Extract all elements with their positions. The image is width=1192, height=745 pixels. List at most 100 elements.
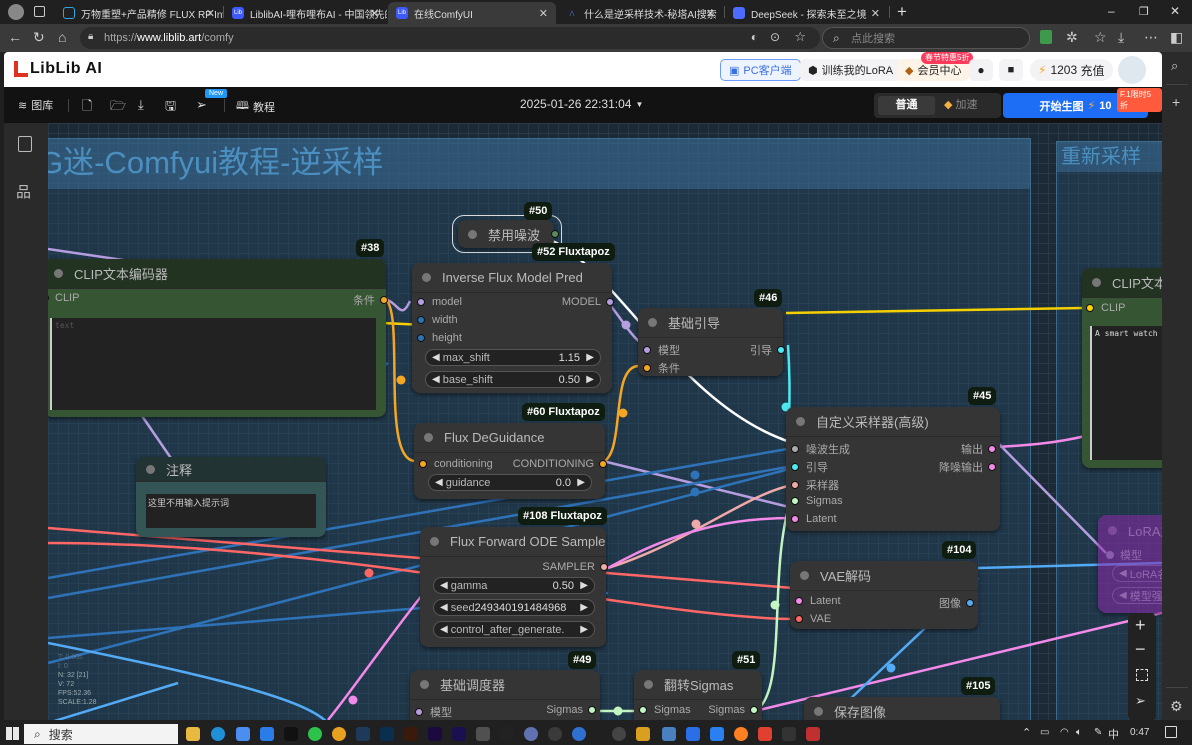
liblib-logo[interactable]: LibLib AI xyxy=(14,60,102,78)
input-conditioning[interactable]: 条件 xyxy=(643,360,680,376)
close-tab-icon[interactable]: ✕ xyxy=(705,7,715,20)
refresh-icon[interactable]: ↻ xyxy=(33,29,45,45)
app-icon[interactable] xyxy=(572,727,586,741)
output-conditioning[interactable]: CONDITIONING xyxy=(513,458,607,470)
clock[interactable]: 0:47 xyxy=(1130,727,1150,738)
favorites-icon[interactable]: ☆ xyxy=(1094,29,1107,45)
illustrator-icon[interactable] xyxy=(404,727,418,741)
qq-icon[interactable] xyxy=(332,727,346,741)
pc-client-button[interactable]: ▣PC客户端 xyxy=(720,59,801,81)
share-send-icon[interactable]: ➢ xyxy=(196,97,207,112)
node-tree-icon[interactable]: 品 xyxy=(16,184,32,201)
after-effects-icon[interactable] xyxy=(452,727,466,741)
input-model[interactable]: 模型 xyxy=(1106,547,1142,563)
queue-list-icon[interactable] xyxy=(18,136,32,152)
app-icon[interactable] xyxy=(236,727,250,741)
node-flux-deguidance[interactable]: Flux DeGuidance conditioning CONDITIONIN… xyxy=(414,423,607,499)
close-tab-icon[interactable]: ✕ xyxy=(538,7,548,20)
gallery-button[interactable]: ≋图库 xyxy=(18,99,54,113)
workflow-datetime-dropdown[interactable]: 2025-01-26 22:31:04▼ xyxy=(520,97,644,111)
close-tab-icon[interactable]: ✕ xyxy=(369,7,379,20)
tiktok-icon[interactable] xyxy=(284,727,298,741)
wechat-icon[interactable] xyxy=(308,727,322,741)
app-icon[interactable] xyxy=(524,727,538,741)
app-icon[interactable] xyxy=(548,727,562,741)
prompt-textarea[interactable]: A smart watch xyxy=(1090,326,1162,460)
output-guider[interactable]: 引导 xyxy=(750,342,785,358)
url-input[interactable]: 🔒︎ https://www.liblib.art/comfy ◐ ⊙ ☆ xyxy=(80,27,820,49)
node-clip-text-encode-2[interactable]: CLIP文本 CLIP A smart watch xyxy=(1082,268,1162,468)
extension-icon[interactable] xyxy=(1040,30,1052,44)
settings-gear-icon[interactable]: ⚙ xyxy=(1170,698,1183,714)
output-model[interactable]: MODEL xyxy=(562,296,614,308)
lightroom-icon[interactable] xyxy=(356,727,370,741)
liblib-icon[interactable] xyxy=(686,727,700,741)
input-guider[interactable]: 引导 xyxy=(791,459,828,475)
tab-metaso[interactable]: ⋀ 什么是逆采样技术-秘塔AI搜索✕ xyxy=(558,2,723,24)
fit-view-button[interactable] xyxy=(1136,669,1148,681)
node-vae-decode[interactable]: VAE解码 Latent VAE 图像 xyxy=(790,561,978,629)
wifi-icon[interactable]: ◠ xyxy=(1060,727,1069,738)
download-icon[interactable]: ⤓ xyxy=(1118,29,1125,45)
input-model[interactable]: 模型 xyxy=(415,704,452,720)
user-avatar[interactable] xyxy=(1118,56,1146,84)
home-icon[interactable]: ⌂ xyxy=(58,29,67,45)
node-lora-loader[interactable]: LoRA加 模型 ◀LoRA名 ◀模型强 xyxy=(1098,515,1162,613)
minimize-button[interactable]: – xyxy=(1108,4,1115,18)
app-icon[interactable] xyxy=(500,727,514,741)
node-sampler-custom-advanced[interactable]: 自定义采样器(高级) 噪波生成 引导 采样器 Sigmas Latent 输出 … xyxy=(786,407,1000,531)
input-latent[interactable]: Latent xyxy=(791,513,837,525)
tab-flux[interactable]: 万物重塑+产品精修 FLUX RF Inve✕ xyxy=(55,2,223,24)
edge-copilot-icon[interactable]: ◐ xyxy=(750,30,758,44)
input-width[interactable]: width xyxy=(417,314,458,326)
app-icon[interactable] xyxy=(710,727,724,741)
input-model[interactable]: model xyxy=(417,296,462,308)
app-icon[interactable] xyxy=(662,727,676,741)
volume-icon[interactable]: 🔈︎ xyxy=(1076,727,1082,738)
more-icon[interactable]: ⊙ xyxy=(769,30,780,44)
premiere-icon[interactable] xyxy=(428,727,442,741)
back-icon[interactable]: ← xyxy=(8,29,22,45)
locate-arrow-button[interactable]: ➢ xyxy=(1135,693,1146,708)
new-file-icon[interactable]: 🗋︎ xyxy=(82,98,93,113)
input-height[interactable]: height xyxy=(417,332,462,344)
input-sampler[interactable]: 采样器 xyxy=(791,477,839,493)
app-icon[interactable] xyxy=(636,727,650,741)
note-textarea[interactable]: 这里不用输入提示词 xyxy=(146,494,316,528)
settings-more-icon[interactable]: ⋯ xyxy=(1144,29,1158,45)
extensions-puzzle-icon[interactable]: ✲ xyxy=(1066,29,1078,45)
browser-search-input[interactable]: ⌕ 点此搜索 xyxy=(822,27,1030,49)
file-explorer-icon[interactable] xyxy=(186,727,200,741)
widget-model-strength[interactable]: ◀模型强 xyxy=(1112,587,1162,604)
credits-recharge-button[interactable]: ⚡1203 充值 xyxy=(1030,59,1113,81)
train-lora-button[interactable]: ⬢训练我的LoRA xyxy=(800,59,902,81)
close-window-button[interactable]: ✕ xyxy=(1170,4,1181,18)
output-noise[interactable] xyxy=(551,230,559,238)
notification-icon[interactable] xyxy=(1165,726,1177,738)
output-image[interactable]: 图像 xyxy=(939,595,974,611)
sidebar-toggle-icon[interactable]: ◧ xyxy=(1170,29,1184,45)
input-sigmas[interactable]: Sigmas xyxy=(791,495,843,507)
app-icon[interactable] xyxy=(734,727,748,741)
close-tab-icon[interactable]: ✕ xyxy=(205,7,215,20)
input-clip[interactable]: CLIP xyxy=(1086,302,1125,314)
output-output[interactable]: 输出 xyxy=(961,441,996,457)
edge-icon[interactable] xyxy=(211,727,225,741)
output-conditioning[interactable]: 条件 xyxy=(353,292,388,308)
node-basic-guider[interactable]: 基础引导 模型 条件 引导 xyxy=(638,308,785,376)
open-folder-icon[interactable]: 🗁︎ xyxy=(110,98,127,113)
member-center-button[interactable]: ◆会员中心 xyxy=(897,59,970,81)
restore-button[interactable]: ❐ xyxy=(1139,6,1149,18)
node-clip-text-encode[interactable]: CLIP文本编码器 CLIP 条件 text xyxy=(48,259,388,417)
input-latent[interactable]: Latent xyxy=(795,595,841,607)
input-noise[interactable]: 噪波生成 xyxy=(791,441,850,457)
node-canvas[interactable]: G迷-Comfyui教程-逆采样 重新采样 xyxy=(48,123,1162,720)
zoom-out-button[interactable]: − xyxy=(1135,639,1146,659)
app-icon[interactable] xyxy=(260,727,274,741)
widget-lora-name[interactable]: ◀LoRA名 xyxy=(1112,565,1162,582)
tutorial-button[interactable]: 🕮︎教程 xyxy=(236,97,275,116)
node-save-image[interactable]: 保存图像 xyxy=(804,697,1000,720)
